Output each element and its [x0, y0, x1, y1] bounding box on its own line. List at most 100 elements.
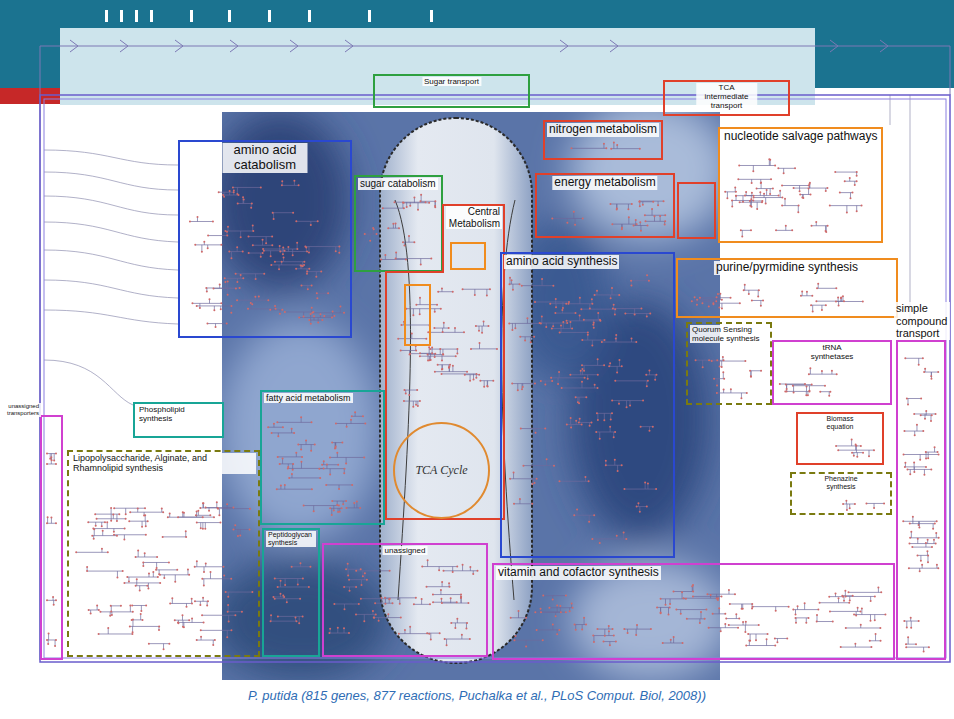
metabolite-dot — [393, 201, 395, 203]
reaction-edge — [309, 320, 322, 321]
metabolite-dot — [599, 320, 601, 322]
reaction-edge — [51, 454, 52, 461]
metabolite-dot — [599, 438, 601, 440]
metabolite-dot — [810, 304, 812, 306]
metabolite-dot — [935, 413, 937, 415]
reaction-edge — [484, 381, 485, 387]
metabolite-dot — [639, 511, 641, 513]
reaction-edge — [561, 326, 562, 333]
metabolite-dot — [252, 244, 254, 246]
metabolite-dot — [430, 258, 432, 260]
metabolite-dot — [794, 167, 796, 169]
metabolite-dot — [141, 526, 143, 528]
metabolite-dot — [96, 518, 98, 520]
reaction-edge — [723, 389, 724, 393]
reaction-edge — [113, 514, 114, 518]
reaction-edge — [136, 557, 158, 558]
metabolite-dot — [496, 348, 498, 350]
metabolite-dot — [637, 502, 639, 504]
reaction-edge — [552, 328, 572, 329]
metabolite-dot — [419, 297, 421, 299]
reaction-edge — [178, 517, 214, 518]
reaction-edge — [48, 640, 49, 644]
metabolite-dot — [835, 445, 837, 447]
metabolite-dot — [934, 446, 936, 448]
metabolite-dot — [613, 304, 615, 306]
metabolite-dot — [443, 322, 445, 324]
reaction-edge — [355, 412, 356, 416]
metabolite-dot — [531, 483, 533, 485]
metabolite-dot — [206, 291, 208, 293]
metabolite-dot — [298, 184, 300, 186]
metabolite-dot — [251, 202, 253, 204]
metabolite-dot — [691, 300, 693, 302]
metabolite-dot — [194, 566, 196, 568]
reaction-edge — [231, 306, 232, 313]
reaction-edge — [330, 457, 364, 458]
metabolite-dot — [862, 452, 864, 454]
reaction-edge — [738, 179, 771, 180]
reaction-edge — [520, 336, 534, 337]
metabolite-dot — [434, 205, 436, 207]
metabolite-dot — [417, 209, 419, 211]
metabolite-dot — [252, 224, 254, 226]
metabolite-dot — [752, 170, 754, 172]
metabolite-dot — [801, 197, 803, 199]
reaction-edge — [289, 477, 320, 478]
reaction-edge — [149, 643, 170, 644]
metabolite-dot — [296, 248, 298, 250]
metabolite-dot — [839, 192, 841, 194]
metabolite-dot — [203, 584, 205, 586]
reaction-edge — [798, 206, 799, 213]
reaction-edge — [912, 517, 913, 524]
reaction-edge — [909, 568, 938, 569]
metabolite-dot — [293, 180, 295, 182]
reaction-edge — [793, 609, 818, 610]
metabolite-dot — [240, 236, 242, 238]
metabolite-dot — [655, 374, 657, 376]
metabolite-dot — [442, 331, 444, 333]
metabolite-dot — [325, 484, 327, 486]
reaction-edge — [903, 521, 936, 522]
metabolite-dot — [282, 457, 284, 459]
metabolite-dot — [354, 411, 356, 413]
metabolite-dot — [98, 633, 100, 635]
metabolite-dot — [770, 178, 772, 180]
metabolite-dot — [129, 625, 131, 627]
metabolite-dot — [425, 338, 427, 340]
reaction-edge — [720, 628, 721, 632]
metabolite-dot — [566, 423, 568, 425]
metabolite-dot — [209, 514, 211, 516]
reaction-edge — [301, 445, 302, 450]
reaction-edge — [439, 567, 440, 571]
reaction-edge — [356, 570, 389, 571]
metabolite-dot — [400, 349, 402, 351]
metabolite-dot — [473, 379, 475, 381]
metabolite-dot — [317, 322, 319, 324]
reaction-edge — [385, 255, 386, 260]
metabolite-dot — [224, 281, 226, 283]
metabolite-dot — [749, 370, 751, 372]
metabolite-dot — [624, 312, 626, 314]
reaction-edge — [282, 185, 299, 186]
metabolite-dot — [220, 308, 222, 310]
metabolite-dot — [304, 246, 306, 248]
reaction-edge — [910, 523, 935, 524]
metabolite-dot — [630, 280, 632, 282]
metabolite-dot — [923, 371, 925, 373]
metabolite-dot — [815, 221, 817, 223]
metabolite-dot — [798, 205, 800, 207]
metabolite-dot — [300, 264, 302, 266]
metabolite-dot — [135, 585, 137, 587]
reaction-edge — [840, 298, 841, 301]
reaction-edge — [249, 236, 273, 237]
reaction-edge — [535, 612, 566, 613]
reaction-edge — [571, 424, 572, 427]
reaction-edge — [729, 625, 759, 626]
reaction-edge — [550, 303, 566, 304]
reaction-edge — [786, 385, 787, 392]
reaction-edge — [936, 565, 937, 569]
reaction-edge — [225, 282, 226, 288]
metabolite-dot — [768, 158, 770, 160]
metabolite-dot — [551, 380, 553, 382]
